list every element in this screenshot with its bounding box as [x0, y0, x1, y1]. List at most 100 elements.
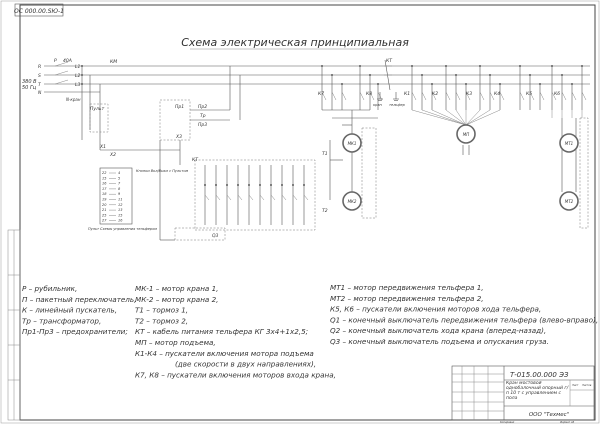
title-block: Т-015.00.000 ЭЗ Кран мостовой однобалочн…	[451, 365, 595, 424]
terminal-right: 12	[118, 203, 123, 207]
legend-item: П – пакетный переключатель,	[22, 295, 136, 304]
control-note: Кнопки Вкл/Выкл с Пультом	[136, 169, 188, 173]
phase-n: N	[38, 90, 42, 96]
copied-label: Копировал	[500, 420, 515, 424]
page-title: Схема электрическая принципиальная	[181, 36, 409, 49]
label-t1: Т1	[322, 151, 328, 157]
motor-label: МК2	[348, 199, 357, 204]
legend-item: Т1 – тормоз 1,	[135, 306, 188, 315]
terminal-left: 16	[102, 182, 107, 186]
label-k8: К8	[366, 91, 372, 97]
label-pr1: Пр1	[175, 104, 184, 110]
label-k1: К1	[404, 91, 410, 97]
line-l2: L2	[75, 73, 81, 79]
legend-item: МК-2 – мотор крана 2,	[135, 295, 218, 304]
label-kt-top: КТ	[386, 58, 393, 64]
legend-item: (две скорости в двух направлениях),	[175, 360, 316, 369]
terminal-right: 9	[118, 192, 121, 196]
component-labels: КМ Пульт Пр1 Пр2 Пр3 Тр Х1 Х2 Х3 КТ К7 К…	[88, 58, 560, 239]
drawing-frame	[19, 4, 596, 421]
label-ground-crane: кран	[373, 103, 382, 107]
terminal-block: 22 4 15 5 16 7 17 8 18 9 19 11 20 12 21 13 25 15 27 16	[99, 167, 133, 225]
label-ground-telpher: тельфер	[389, 103, 406, 107]
legend-item: Т2 – тормоз 2,	[135, 316, 188, 325]
legend-item: К1-К4 – пускатели включения мотора подъе…	[135, 349, 314, 358]
n-label: N-кран	[66, 97, 81, 102]
phase-t: T	[38, 82, 42, 88]
terminal-left: 15	[102, 176, 107, 180]
legend-item: Р – рубильник,	[22, 284, 77, 293]
terminal-right: 13	[118, 208, 122, 212]
motor-mk1: МК1	[342, 133, 362, 153]
legend-item: МК-1 – мотор крана 1,	[135, 284, 218, 293]
legend-item: Тр – трансформатор,	[22, 316, 101, 325]
label-k7: К7	[318, 91, 324, 97]
label-k3: К3	[466, 91, 472, 97]
terminal-right: 11	[118, 198, 122, 202]
label-tr: Тр	[200, 113, 206, 119]
legend-item: МТ2 – мотор передвижения тельфера 2,	[330, 294, 484, 303]
top-stamp: ОС 000.00.SЮ-1	[14, 3, 64, 17]
left-margin-stamps	[7, 229, 21, 421]
supply-voltage: 380 В	[22, 79, 37, 85]
wiring	[44, 59, 590, 241]
control-box-label: Пульт Схемы управления тельфером	[88, 227, 157, 231]
breaker-label: 40А	[63, 58, 72, 64]
terminal-right: 4	[118, 171, 120, 175]
terminal-left: 22	[102, 171, 107, 175]
legend-item: Q2 – конечный выключатель хода крана (вп…	[330, 326, 546, 335]
phase-s: S	[38, 73, 41, 79]
legend-item: К – линейный пускатель,	[22, 306, 117, 315]
legend-item: К5, К6 – пускатели включения моторов ход…	[330, 305, 541, 314]
label-k6: К6	[554, 91, 560, 97]
label-x3: Х3	[175, 134, 182, 140]
label-k2: К2	[432, 91, 438, 97]
legend-item: К7, К8 – пускатели включения моторов вхо…	[135, 370, 336, 379]
legend-item: Q1 – конечный выключатель передвижения т…	[330, 315, 598, 324]
terminal-left: 21	[102, 208, 106, 212]
terminal-left: 18	[102, 192, 107, 196]
label-pr2: Пр2	[198, 104, 207, 110]
stamp-code: ОС 000.00.SЮ-1	[14, 8, 64, 15]
doc-description-box: Кран мостовой однобалочный опорный г/п 1…	[506, 381, 569, 401]
line-l1: L1	[75, 64, 81, 70]
supply-frequency: 50 Гц	[22, 85, 37, 91]
motor-label: МП	[463, 132, 469, 137]
sheets-label: Листов	[581, 383, 592, 387]
legend-item: МП – мотор подъема,	[135, 338, 216, 347]
terminal-right: 7	[118, 182, 121, 186]
label-t2: Т2	[322, 208, 328, 214]
phase-r: R	[38, 64, 41, 70]
motor-label: МТ1	[565, 141, 573, 146]
switch-label: Р	[54, 58, 57, 64]
doc-number: Т-015.00.000 ЭЗ	[510, 371, 569, 379]
terminal-left: 17	[102, 187, 107, 191]
terminal-left: 19	[102, 198, 107, 202]
sheet-label: Лист	[571, 383, 579, 387]
motor-mt1: МТ1	[559, 133, 579, 153]
label-pr3: Пр3	[198, 122, 207, 128]
label-x2: Х2	[109, 152, 116, 158]
terminal-left: 27	[102, 219, 107, 223]
terminal-right: 16	[118, 219, 123, 223]
legend-item: КТ – кабель питания тельфера КГ 3х4+1х2,…	[135, 327, 308, 336]
label-q3: Q3	[212, 233, 219, 239]
doc-description: Кран мостовой однобалочный опорный г/п 1…	[506, 381, 569, 401]
motor-label: МТ2	[565, 199, 574, 204]
motor-mp: МП	[456, 124, 476, 144]
label-x1: Х1	[99, 144, 106, 150]
legend-item: Пр1-Пр3 – предохранители;	[22, 327, 128, 336]
label-pult: Пульт	[90, 106, 105, 112]
terminal-right: 8	[118, 187, 121, 191]
terminal-right: 5	[118, 176, 121, 180]
line-l3: L3	[75, 82, 81, 88]
format-label: Формат А3	[560, 420, 575, 424]
label-kt: КТ	[192, 157, 199, 163]
terminal-left: 20	[102, 203, 107, 207]
legend-item: Q3 – конечный выключатель подъема и опус…	[330, 337, 549, 346]
terminal-left: 25	[102, 213, 107, 217]
terminal-right: 15	[118, 213, 123, 217]
legend-item: МТ1 – мотор передвижения тельфера 1,	[330, 283, 484, 292]
